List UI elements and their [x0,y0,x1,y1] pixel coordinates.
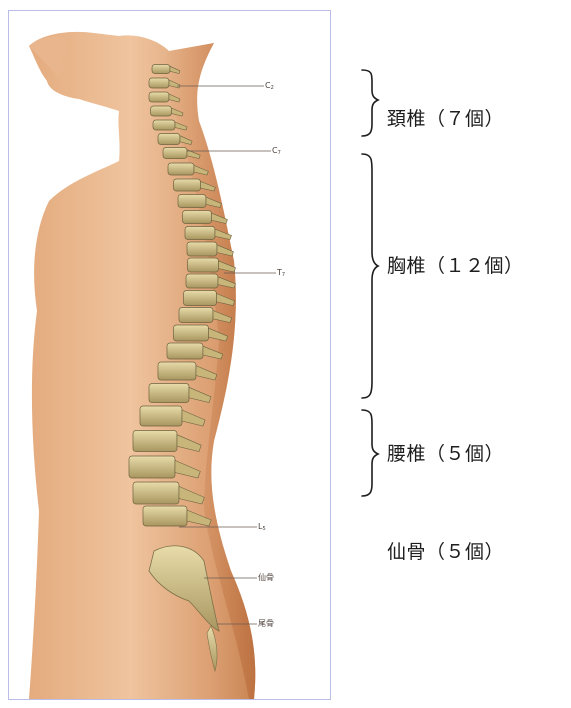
vertebra-body [174,179,201,191]
bracket-lumbar [362,410,378,496]
vertebra-body [158,362,196,380]
vertebra-body [133,431,177,452]
vertebra-body [158,134,180,145]
label-coccyx: 尾骨 [258,619,274,629]
vertebra-body [186,274,218,288]
vertebra-body [178,195,206,208]
vertebra-body [133,482,179,504]
vertebra-body [163,148,187,159]
region-label-cervical: 頚椎（７個） [387,107,504,131]
label-t7: T7 [277,268,285,280]
vertebra-body [149,92,169,102]
label-l5: L5 [258,522,266,534]
vertebra-body [168,163,194,175]
vertebra-body [149,78,169,88]
vertebra-body [153,120,175,130]
vertebra-body [183,211,212,224]
bracket-cervical [362,70,378,136]
region-label-lumbar: 腰椎（５個） [387,442,504,466]
vertebra-body [167,343,203,359]
region-label-thoracic: 胸椎（１２個） [387,254,524,278]
anatomy-figure: C2 C7 T7 L5 仙骨 尾骨 [8,10,331,700]
vertebra-body [149,384,189,403]
vertebra-body [129,456,175,478]
vertebra-body [185,227,215,240]
vertebra-body [187,242,217,256]
region-label-sacral: 仙骨（５個） [387,540,504,564]
region-brackets [350,60,390,510]
vertebra-body [184,291,217,306]
label-c7: C7 [272,146,281,158]
vertebra-body [179,308,213,323]
vertebra-body [152,65,170,74]
vertebra-body [151,106,172,116]
vertebra-body [140,406,182,426]
label-c2: C2 [265,81,274,93]
vertebra-body [143,506,187,526]
label-sacrum: 仙骨 [258,573,274,583]
vertebra-body [188,258,219,272]
spine-illustration [9,11,329,699]
bracket-thoracic [362,154,378,398]
vertebra-body [174,325,209,341]
